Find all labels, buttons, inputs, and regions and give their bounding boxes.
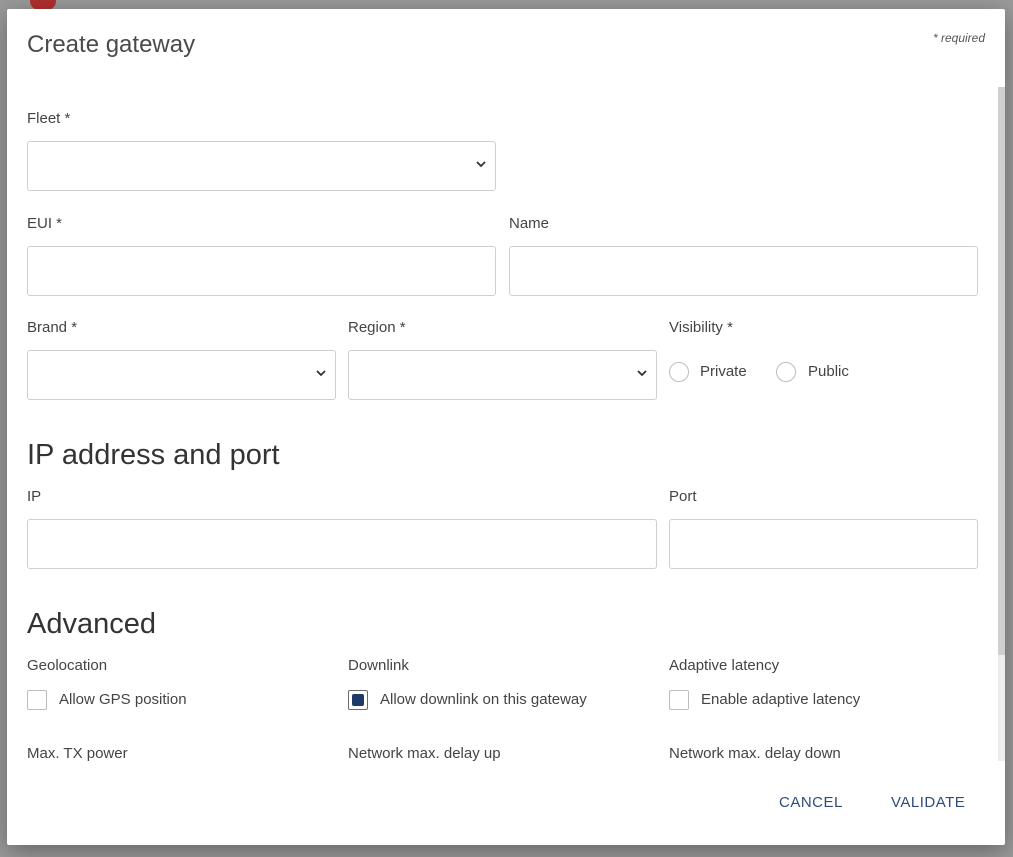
visibility-label: Visibility * bbox=[669, 319, 733, 336]
region-label: Region * bbox=[348, 319, 406, 336]
chevron-down-icon bbox=[636, 367, 648, 379]
fleet-select[interactable] bbox=[27, 141, 496, 191]
allow-gps-checkbox[interactable] bbox=[27, 690, 47, 710]
visibility-private-label[interactable]: Private bbox=[700, 363, 747, 380]
port-input[interactable] bbox=[669, 519, 978, 569]
required-note: * required bbox=[932, 31, 985, 45]
eui-label: EUI * bbox=[27, 215, 63, 232]
allow-downlink-checkbox[interactable] bbox=[348, 690, 368, 710]
brand-select[interactable] bbox=[27, 350, 336, 400]
brand-label: Brand * bbox=[27, 319, 78, 336]
cancel-button[interactable]: CANCEL bbox=[779, 794, 843, 811]
validate-button[interactable]: VALIDATE bbox=[891, 794, 966, 811]
visibility-public-radio[interactable] bbox=[776, 362, 796, 382]
scrollbar-thumb[interactable] bbox=[998, 87, 1005, 655]
chevron-down-icon bbox=[475, 158, 487, 170]
create-gateway-dialog: Create gateway * required Fleet * EUI * … bbox=[7, 9, 1005, 845]
ip-section-title: IP address and port bbox=[27, 439, 280, 471]
allow-downlink-label[interactable]: Allow downlink on this gateway bbox=[380, 691, 587, 708]
app-logo bbox=[30, 0, 56, 10]
advanced-section-title: Advanced bbox=[27, 608, 156, 640]
name-input[interactable] bbox=[509, 246, 978, 296]
ip-input[interactable] bbox=[27, 519, 657, 569]
delay-up-label: Network max. delay up bbox=[348, 745, 501, 762]
downlink-label: Downlink bbox=[348, 657, 409, 674]
dialog-scrollbar[interactable] bbox=[998, 87, 1005, 761]
port-label: Port bbox=[669, 488, 697, 505]
visibility-private-radio[interactable] bbox=[669, 362, 689, 382]
name-label: Name bbox=[509, 215, 550, 232]
chevron-down-icon bbox=[315, 367, 327, 379]
dialog-title: Create gateway bbox=[27, 31, 196, 58]
eui-input[interactable] bbox=[27, 246, 496, 296]
adaptive-latency-checkbox-label[interactable]: Enable adaptive latency bbox=[701, 691, 861, 708]
delay-down-label: Network max. delay down bbox=[669, 745, 841, 762]
adaptive-latency-checkbox[interactable] bbox=[669, 690, 689, 710]
max-tx-power-label: Max. TX power bbox=[27, 745, 128, 762]
adaptive-latency-label: Adaptive latency bbox=[669, 657, 780, 674]
geolocation-label: Geolocation bbox=[27, 657, 108, 674]
ip-label: IP bbox=[27, 488, 42, 505]
fleet-label: Fleet * bbox=[27, 110, 71, 127]
visibility-public-label[interactable]: Public bbox=[808, 363, 849, 380]
region-select[interactable] bbox=[348, 350, 657, 400]
allow-gps-label[interactable]: Allow GPS position bbox=[59, 691, 187, 708]
